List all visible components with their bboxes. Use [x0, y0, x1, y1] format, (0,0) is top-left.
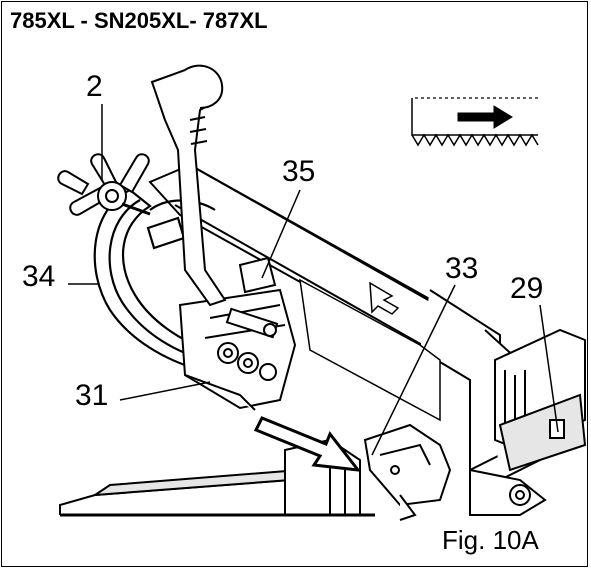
arm-detail — [299, 278, 441, 422]
feed-arrow-icon — [253, 416, 362, 472]
blade-guide — [363, 423, 452, 521]
blade-guard-block — [178, 288, 297, 411]
callout-29: 29 — [510, 272, 544, 305]
callout-33: 33 — [445, 252, 479, 285]
callout-35: 35 — [282, 155, 316, 188]
blade-direction-inset — [411, 97, 539, 147]
tension-knob — [57, 153, 151, 216]
vise-assembly — [469, 328, 587, 516]
model-title: 785XL - SN205XL- 787XL — [10, 8, 268, 33]
callout-2: 2 — [86, 70, 103, 103]
callout-34: 34 — [22, 260, 56, 293]
leader-lines — [68, 104, 559, 456]
figure-caption: Fig. 10A — [442, 525, 539, 555]
callout-31: 31 — [75, 379, 109, 412]
